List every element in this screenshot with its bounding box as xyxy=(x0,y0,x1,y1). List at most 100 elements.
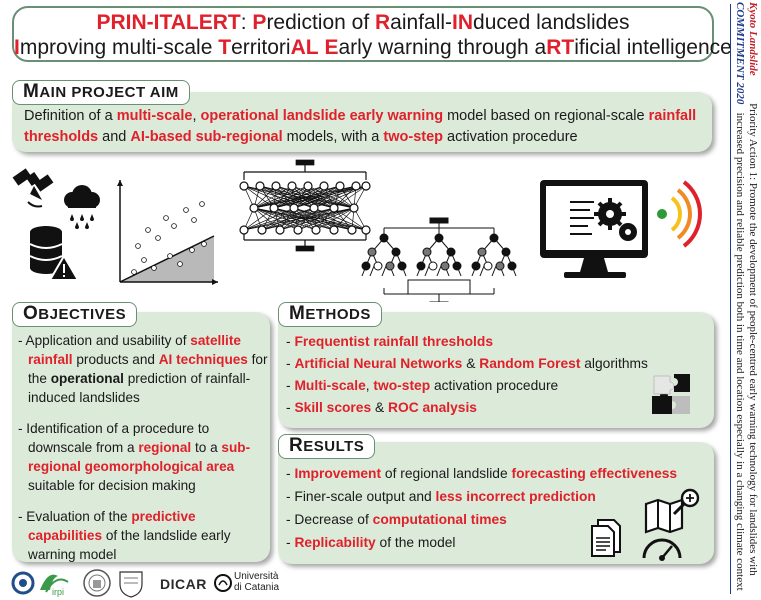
objective-item: - Application and usability of satellite… xyxy=(18,331,268,407)
speedometer-icon xyxy=(642,538,682,561)
highlight-text: multi-scale xyxy=(116,108,193,124)
body-text: rediction of xyxy=(266,11,375,34)
unict-logo-text: Università di Catania xyxy=(234,571,280,593)
objectives-heading: OBJECTIVES xyxy=(12,302,138,327)
body-text: models, with a xyxy=(282,129,384,145)
result-item: - Improvement of regional landslide fore… xyxy=(286,462,711,485)
unict-logo-mark xyxy=(214,574,232,592)
body-text: of the landslide early warning model xyxy=(28,528,231,562)
body-text: ainfall- xyxy=(390,11,453,34)
body-text: activation procedure xyxy=(430,378,559,393)
method-item: - Artificial Neural Networks & Random Fo… xyxy=(286,353,706,375)
highlight-text: Improvement xyxy=(294,466,382,481)
dicar-logo: DICAR xyxy=(160,576,207,592)
highlight-text: Multi-scale xyxy=(294,378,366,393)
body-text: products and xyxy=(72,352,159,367)
results-panel xyxy=(278,442,714,564)
map-search-icon xyxy=(644,488,700,534)
aim-text: Definition of a multi-scale, operational… xyxy=(24,106,714,148)
body-text: : xyxy=(240,11,253,34)
computer-alert-icon xyxy=(540,180,702,278)
aim-heading: MAIN PROJECT AIM xyxy=(12,80,190,105)
body-text: - xyxy=(286,356,295,371)
highlight-text: Replicability xyxy=(294,535,376,550)
objective-item: - Evaluation of the predictive capabilit… xyxy=(18,507,268,564)
highlight-text: P xyxy=(252,11,267,34)
highlight-text: two-step xyxy=(383,129,444,145)
body-text: mproving multi-scale xyxy=(19,36,219,59)
result-item: - Decrease of computational times xyxy=(286,508,711,531)
body-text: - Decrease of xyxy=(286,512,373,527)
highlight-text: less incorrect prediction xyxy=(435,489,596,504)
partner-logos: irpi DICAR Università di Catania xyxy=(10,568,280,598)
results-list: - Improvement of regional landslide fore… xyxy=(286,462,711,554)
body-text: - xyxy=(286,334,295,349)
body-text: of the model xyxy=(375,535,456,550)
body-text: - xyxy=(286,535,295,550)
title-box: PRIN-ITALERT: Prediction of Rainfall-INd… xyxy=(12,6,732,62)
method-item: - Skill scores & ROC analysis xyxy=(286,397,706,419)
body-text: for the xyxy=(28,352,268,386)
scatter-threshold-plot-icon xyxy=(117,180,218,285)
highlight-text: I xyxy=(14,36,20,59)
random-forest-icon xyxy=(361,217,517,302)
body-text: - xyxy=(286,400,295,415)
method-item: - Multi-scale, two-step activation proce… xyxy=(286,375,706,397)
body-text: to a xyxy=(191,440,222,455)
highlight-text: IN xyxy=(452,11,474,34)
body-text: - xyxy=(286,466,295,481)
body-text: - Application and usability of xyxy=(18,333,191,348)
highlight-text: computational times xyxy=(372,512,507,527)
kyoto-landslide-label: Kyoto Landslide xyxy=(747,2,759,76)
highlight-text: operational landslide early warning xyxy=(200,108,444,124)
title-line-1: PRIN-ITALERT: Prediction of Rainfall-INd… xyxy=(14,10,712,35)
results-icons xyxy=(591,488,700,561)
highlight-text: two-step xyxy=(373,378,431,393)
highlight-text: AL xyxy=(290,36,319,59)
method-item: - Frequentist rainfall thresholds xyxy=(286,331,706,353)
body-text: - Finer-scale output and xyxy=(286,489,436,504)
highlight-text: PRIN-ITALERT xyxy=(96,11,241,34)
priority-action-line-2: increased precision and reliable predict… xyxy=(734,112,747,591)
highlight-text: ROC analysis xyxy=(388,400,477,415)
highlight-text: AI techniques xyxy=(158,352,248,367)
highlight-text: Artificial Neural Networks xyxy=(294,356,463,371)
commitment-label: COMMITMENT 2020 xyxy=(734,2,747,105)
bold-text: operational xyxy=(50,371,124,386)
highlight-text: AI-based sub-regional xyxy=(130,129,283,145)
sidebar-line-2: COMMITMENT 2020 increased precision and … xyxy=(734,2,747,598)
university-shield-logo xyxy=(119,571,143,598)
highlight-text: Random Forest xyxy=(479,356,581,371)
documents-icon xyxy=(591,519,621,557)
methods-heading: METHODS xyxy=(278,302,382,327)
body-text: Definition of a xyxy=(24,108,117,124)
body-text: arly warning through a xyxy=(338,36,547,59)
highlight-text: sub-regional geomorphological area xyxy=(28,440,251,474)
highlight-text: forecasting effectiveness xyxy=(511,466,678,481)
body-text: activation procedure xyxy=(443,129,578,145)
body-text: prediction of rainfall-induced landslide… xyxy=(28,371,251,405)
highlight-text: T xyxy=(218,36,232,59)
objective-item: - Identification of a procedure to downs… xyxy=(18,419,268,495)
body-text: , xyxy=(192,108,201,124)
highlight-text: Skill scores xyxy=(294,400,372,415)
body-text: model based on regional-scale xyxy=(443,108,649,124)
sidebar-divider xyxy=(730,4,731,594)
puzzle-icon xyxy=(652,374,690,414)
body-text: , xyxy=(365,378,374,393)
body-text: suitable for decision making xyxy=(28,478,196,493)
objectives-panel xyxy=(12,312,270,562)
methods-list: - Frequentist rainfall thresholds - Arti… xyxy=(286,331,706,419)
sidebar-commitment: Kyoto Landslide Priority Action 1: Promo… xyxy=(722,2,760,598)
body-text: & xyxy=(462,356,480,371)
highlight-text: predictive capabilities xyxy=(28,509,196,543)
irpi-logo: irpi xyxy=(40,574,69,597)
result-item: - Finer-scale output and less incorrect … xyxy=(286,485,711,508)
neural-network-icon xyxy=(239,159,371,252)
svg-text:irpi: irpi xyxy=(52,587,64,597)
highlight-text: regional xyxy=(138,440,192,455)
body-text: erritori xyxy=(231,36,291,59)
priority-action-line-1: Priority Action 1: Promote the developme… xyxy=(747,103,759,576)
cnr-logo xyxy=(11,571,35,595)
body-text: - xyxy=(286,378,295,393)
